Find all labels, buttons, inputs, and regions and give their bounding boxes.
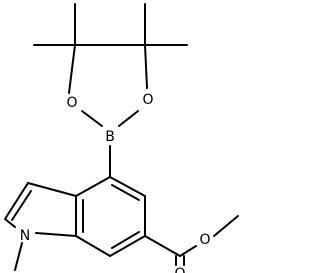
bond-c3a-c4 — [75, 176, 111, 197]
pinacol-boronate-ring — [68, 44, 148, 127]
benzene-ring — [75, 176, 146, 257]
atom-label-ester-oxygen-double: O — [174, 266, 185, 273]
bond-c3-c2 — [4, 182, 29, 220]
bond-c6-carbonyl — [144, 235, 181, 257]
bond-o-methyl — [213, 215, 239, 237]
bond-c7-c7a — [75, 235, 111, 257]
bond-c4-c5 — [109, 176, 146, 197]
bond-o-left-c — [68, 44, 76, 94]
bond-c6-c7-inner — [111, 231, 140, 249]
atom-label-ester-oxygen-single: O — [199, 232, 210, 248]
bond-c6-c7 — [109, 235, 146, 257]
bond-b-o-left — [81, 110, 103, 127]
bond-n1-methyl — [14, 242, 23, 271]
bond-carbonyl-o-single — [179, 245, 197, 257]
methyl-ester-group — [144, 215, 239, 266]
bond-o-right-c — [144, 44, 148, 89]
bond-c4-c5-inner — [111, 184, 140, 201]
pyrrole-ring — [4, 182, 77, 271]
chemical-structure-diagram: B O O N O O — [4, 3, 239, 273]
atom-label-oxygen-right: O — [142, 92, 153, 108]
atom-label-boron: B — [105, 129, 115, 145]
bond-c3-c2-inner — [11, 190, 32, 221]
atom-label-nitrogen: N — [20, 228, 30, 244]
bond-c2-n1 — [4, 218, 16, 228]
atom-label-oxygen-left: O — [66, 95, 77, 111]
pinacol-methyl-groups — [33, 3, 188, 46]
bond-b-o-right — [118, 110, 139, 127]
bond-c3a-c3 — [27, 182, 77, 197]
bond-n1-c7a — [35, 232, 77, 237]
